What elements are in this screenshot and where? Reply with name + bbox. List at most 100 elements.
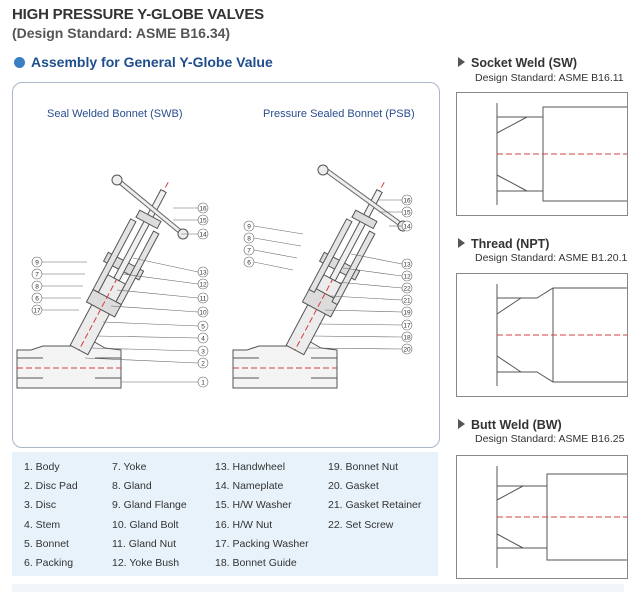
svg-text:14: 14 <box>199 232 207 239</box>
thread-heading: Thread (NPT) <box>458 237 549 251</box>
socket-weld-drawing-box <box>456 92 628 216</box>
callout-right-6: 6 <box>243 256 294 271</box>
callout-left-2: 2 <box>84 357 209 369</box>
svg-text:4: 4 <box>201 336 205 343</box>
butt-weld-title: Butt Weld (BW) <box>471 418 562 432</box>
svg-text:17: 17 <box>403 323 411 330</box>
svg-text:6: 6 <box>247 260 251 267</box>
part-item: 19. Bonnet Nut <box>328 461 399 473</box>
callout-right-20: 20 <box>306 343 413 355</box>
svg-text:11: 11 <box>200 296 207 303</box>
callout-right-12: 12 <box>342 267 413 282</box>
svg-text:19: 19 <box>403 310 411 317</box>
part-item: 14. Nameplate <box>215 480 284 493</box>
callout-right-13: 13 <box>350 253 413 270</box>
page-title: HIGH PRESSURE Y-GLOBE VALVES <box>12 6 264 23</box>
part-item: 3. Disc <box>24 499 57 512</box>
svg-text:12: 12 <box>403 274 411 281</box>
callout-left-8: 8 <box>31 280 83 292</box>
callout-left-13: 13 <box>132 257 209 278</box>
callout-left-4: 4 <box>96 332 209 344</box>
part-item: 7. Yoke <box>112 461 147 473</box>
callout-right-21: 21 <box>330 294 413 306</box>
callout-right-8: 8 <box>243 232 302 247</box>
svg-text:18: 18 <box>403 335 411 342</box>
socket-weld-drawing <box>496 103 627 205</box>
callout-left-3: 3 <box>90 345 209 357</box>
parts-list: 1. Body 2. Disc Pad 3. Disc 4. Stem 5. B… <box>12 452 438 576</box>
bottom-strip <box>12 584 624 592</box>
butt-weld-standard: Design Standard: ASME B16.25 <box>475 433 625 445</box>
part-item: 15. H/W Washer <box>215 499 292 512</box>
svg-text:22: 22 <box>403 286 411 293</box>
svg-text:3: 3 <box>201 349 205 356</box>
psb-label: Pressure Sealed Bonnet (PSB) <box>263 108 415 120</box>
svg-text:2: 2 <box>201 361 205 368</box>
assembly-heading: Assembly for General Y-Globe Value <box>14 54 273 70</box>
part-item: 13. Handwheel <box>215 461 286 473</box>
callout-left-11: 11 <box>116 289 209 304</box>
svg-text:13: 13 <box>403 262 411 269</box>
callout-left-9: 9 <box>31 256 87 268</box>
svg-text:5: 5 <box>201 324 205 331</box>
callout-left-17: 17 <box>31 304 79 316</box>
part-item: 12. Yoke Bush <box>112 556 180 569</box>
part-item: 17. Packing Washer <box>215 537 309 550</box>
part-item: 8. Gland <box>112 480 152 493</box>
parts-column-1: 1. Body 2. Disc Pad 3. Disc 4. Stem 5. B… <box>24 458 78 573</box>
part-item: 5. Bonnet <box>24 537 69 550</box>
callout-left-10: 10 <box>110 305 209 318</box>
parts-column-2: 7. Yoke 8. Gland 9. Gland Flange 10. Gla… <box>112 458 187 573</box>
thread-standard: Design Standard: ASME B1.20.1 <box>475 252 628 264</box>
page-subtitle: (Design Standard: ASME B16.34) <box>12 25 231 41</box>
bullet-icon <box>14 57 25 68</box>
part-item: 22. Set Screw <box>328 518 394 531</box>
psb-valve-drawing <box>232 164 409 389</box>
part-item: 1. Body <box>24 461 60 473</box>
part-item: 6. Packing <box>24 556 74 569</box>
callout-left-5: 5 <box>102 320 209 332</box>
swb-valve-drawing <box>16 174 189 389</box>
part-item: 16. H/W Nut <box>215 518 273 531</box>
socket-weld-title: Socket Weld (SW) <box>471 56 578 70</box>
part-item: 18. Bonnet Guide <box>215 556 297 569</box>
part-item: 9. Gland Flange <box>112 499 187 512</box>
thread-drawing-box <box>456 273 628 397</box>
assembly-heading-text: Assembly for General Y-Globe Value <box>31 54 273 70</box>
svg-text:10: 10 <box>199 310 207 317</box>
butt-weld-drawing-box <box>456 455 628 579</box>
part-item: 10. Gland Bolt <box>112 518 179 531</box>
butt-weld-drawing <box>496 466 627 568</box>
callout-right-7: 7 <box>243 244 298 259</box>
svg-text:9: 9 <box>35 260 39 267</box>
callout-right-15: 15 <box>379 206 413 218</box>
svg-text:16: 16 <box>403 198 411 205</box>
swb-label: Seal Welded Bonnet (SWB) <box>47 108 183 120</box>
parts-column-3: 13. Handwheel 14. Nameplate 15. H/W Wash… <box>215 458 309 573</box>
svg-text:6: 6 <box>35 296 39 303</box>
arrow-right-icon <box>458 57 465 67</box>
arrow-right-icon <box>458 419 465 429</box>
arrow-right-icon <box>458 238 465 248</box>
parts-column-4: 19. Bonnet Nut 20. Gasket 21. Gasket Ret… <box>328 458 421 535</box>
svg-text:8: 8 <box>35 284 39 291</box>
svg-text:13: 13 <box>199 270 207 277</box>
callout-right-9: 9 <box>243 220 304 235</box>
part-item: 2. Disc Pad <box>24 480 78 493</box>
svg-text:7: 7 <box>35 272 39 279</box>
part-item: 21. Gasket Retainer <box>328 499 422 512</box>
svg-text:8: 8 <box>247 236 251 243</box>
part-item: 11. Gland Nut <box>112 537 177 550</box>
svg-text:15: 15 <box>403 210 411 217</box>
socket-weld-heading: Socket Weld (SW) <box>458 56 577 70</box>
callout-right-17: 17 <box>318 319 413 331</box>
part-item: 4. Stem <box>24 518 61 531</box>
callout-left-1: 1 <box>121 376 209 388</box>
callout-left-6: 6 <box>31 292 81 304</box>
callout-right-19: 19 <box>324 306 413 318</box>
svg-text:9: 9 <box>247 224 251 231</box>
callout-left-14: 14 <box>181 228 209 240</box>
butt-weld-heading: Butt Weld (BW) <box>458 418 562 432</box>
svg-text:14: 14 <box>403 224 411 231</box>
callout-left-12: 12 <box>122 273 209 290</box>
